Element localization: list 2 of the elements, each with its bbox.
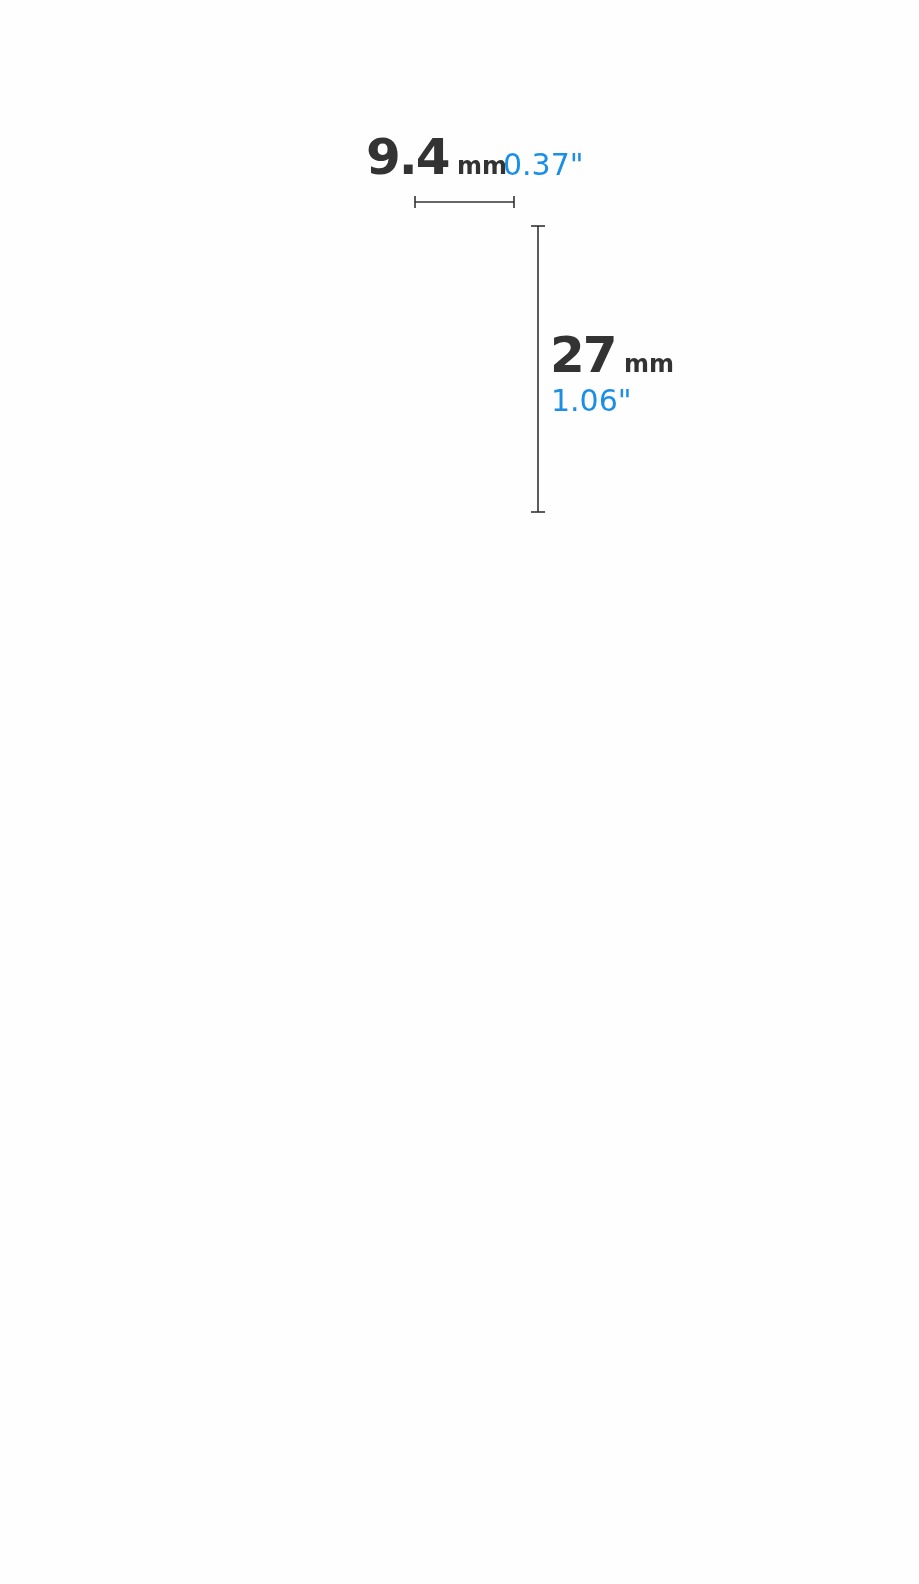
dimension-value: 27 mm [550,330,674,380]
dimension-inches: 1.06" [551,386,632,416]
